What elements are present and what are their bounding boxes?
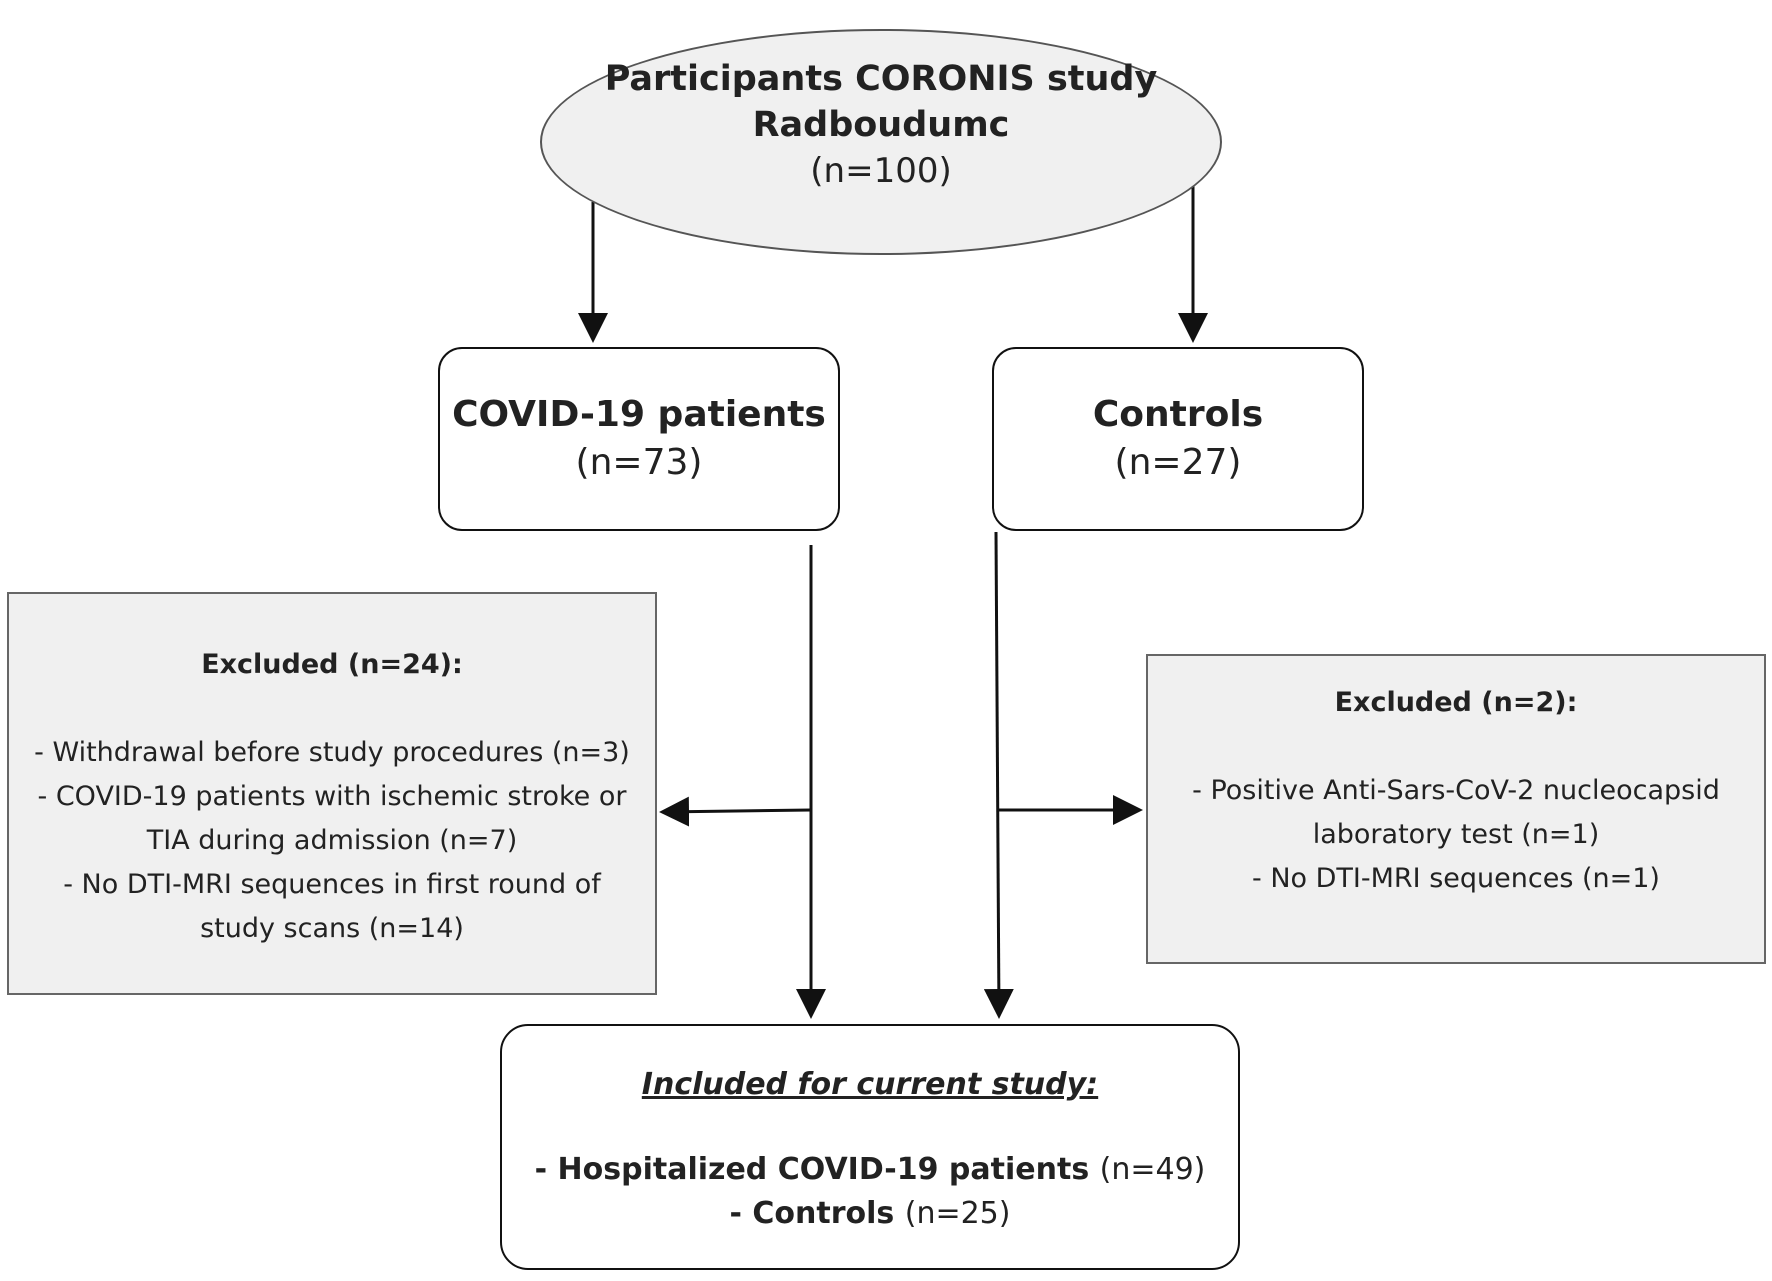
controls-title: Controls	[1092, 394, 1264, 435]
excluded-covid-heading: Excluded (n=24):	[201, 649, 463, 680]
covid-patients-node: COVID-19 patients (n=73)	[438, 347, 840, 531]
included-node: Included for current study: - Hospitaliz…	[500, 1024, 1240, 1270]
controls-count: (n=27)	[1114, 442, 1242, 483]
excluded-covid-item: - Withdrawal before study procedures (n=…	[34, 737, 630, 768]
excluded-controls-heading: Excluded (n=2):	[1334, 687, 1578, 718]
excluded-covid-node: Excluded (n=24): - Withdrawal before stu…	[7, 592, 657, 995]
included-row-count: (n=49)	[1099, 1152, 1206, 1187]
arrow-covid-to-excluded	[659, 796, 812, 827]
controls-node: Controls (n=27)	[992, 347, 1364, 531]
included-row-count: (n=25)	[904, 1196, 1011, 1231]
covid-count: (n=73)	[575, 442, 703, 483]
source-count: (n=100)	[810, 151, 952, 191]
included-row-covid: - Hospitalized COVID-19 patients (n=49)	[535, 1148, 1206, 1192]
excluded-controls-item: - No DTI-MRI sequences (n=1)	[1252, 863, 1660, 894]
source-participants-node: Participants CORONIS study Radboudumc (n…	[540, 29, 1222, 255]
excluded-covid-item: - No DTI-MRI sequences in first round of…	[63, 869, 601, 944]
excluded-covid-item: - COVID-19 patients with ischemic stroke…	[37, 781, 627, 856]
included-row-label: - Hospitalized COVID-19 patients	[534, 1152, 1100, 1187]
arrow-controls-to-included	[983, 531, 1014, 1019]
source-title: Participants CORONIS study Radboudumc	[604, 59, 1158, 145]
included-heading: Included for current study:	[641, 1067, 1099, 1102]
included-row-label: - Controls	[729, 1196, 905, 1231]
excluded-controls-item: - Positive Anti-Sars-CoV-2 nucleocapsid …	[1192, 775, 1720, 850]
covid-title: COVID-19 patients	[452, 394, 826, 435]
included-row-controls: - Controls (n=25)	[730, 1192, 1011, 1236]
excluded-controls-node: Excluded (n=2): - Positive Anti-Sars-CoV…	[1146, 654, 1766, 964]
